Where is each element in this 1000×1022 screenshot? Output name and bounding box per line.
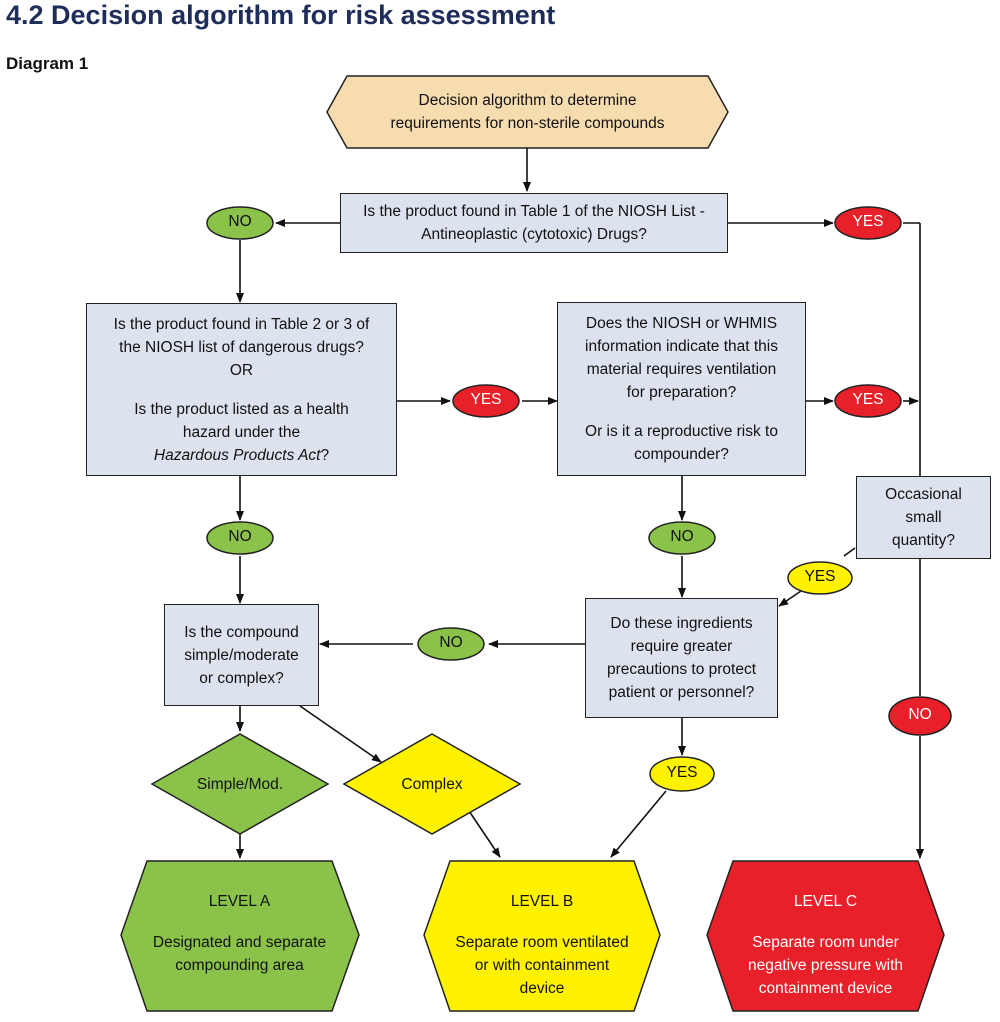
- yes-label-3: YES: [852, 391, 884, 408]
- complex-diamond: [342, 733, 522, 835]
- level-c-hexagon: [706, 860, 945, 1012]
- q4-to-yes-line: [843, 547, 856, 557]
- yes-oval-2: [452, 384, 520, 418]
- yes-label-2: YES: [470, 391, 502, 408]
- simple-diamond: [150, 733, 330, 835]
- yes-oval-5: [649, 756, 715, 792]
- level-a-text: LEVEL A Designated and separate compound…: [147, 890, 332, 977]
- q5-box: Do these ingredients require greater pre…: [585, 598, 778, 718]
- no-oval-1: [206, 206, 274, 240]
- no-label-2: NO: [228, 528, 252, 545]
- start-hexagon: [326, 75, 729, 149]
- level-b-text: LEVEL B Separate room ventilated or with…: [440, 890, 644, 1000]
- complex-to-level-b-arrow: [464, 804, 501, 858]
- no-oval-3: [648, 521, 716, 555]
- simple-diamond-label: Simple/Mod.: [196, 776, 284, 793]
- q6-box: Is the compound simple/moderate or compl…: [164, 604, 319, 706]
- level-a-title: LEVEL A: [208, 893, 271, 910]
- no-oval-2: [206, 521, 274, 555]
- complex-diamond-label: Complex: [401, 776, 463, 793]
- yes-to-q5-arrow: [778, 590, 802, 607]
- yes-to-level-b-arrow: [610, 790, 667, 858]
- start-node-text: Decision algorithm to determine requirem…: [390, 92, 665, 132]
- yes-label-4: YES: [804, 568, 836, 585]
- q2-box: Is the product found in Table 2 or 3 of …: [86, 303, 397, 476]
- diagram-label: Diagram 1: [6, 54, 89, 73]
- q4-box: Occasional small quantity?: [856, 476, 991, 559]
- yes-oval-1: [834, 206, 902, 240]
- yes-label-1: YES: [852, 213, 884, 230]
- q1-box: Is the product found in Table 1 of the N…: [340, 193, 728, 253]
- level-b-title: LEVEL B: [510, 893, 574, 910]
- no-label-1: NO: [228, 213, 252, 230]
- act-name: Hazardous Products Act: [153, 446, 321, 464]
- no-label-5: NO: [908, 706, 932, 723]
- no-oval-5: [888, 696, 952, 736]
- level-a-hexagon: [120, 860, 360, 1012]
- page-title: 4.2 Decision algorithm for risk assessme…: [6, 0, 556, 30]
- level-c-title: LEVEL C: [793, 893, 858, 910]
- q6-to-complex-arrow: [299, 705, 382, 763]
- level-c-text: LEVEL C Separate room under negative pre…: [723, 890, 928, 1000]
- no-label-4: NO: [439, 634, 463, 651]
- yes-label-5: YES: [666, 764, 698, 781]
- level-b-hexagon: [423, 860, 661, 1012]
- no-label-3: NO: [670, 528, 694, 545]
- no-oval-4: [417, 627, 485, 661]
- q3-box: Does the NIOSH or WHMIS information indi…: [557, 302, 806, 476]
- yes-oval-4: [787, 561, 853, 595]
- yes-oval-3: [834, 384, 902, 418]
